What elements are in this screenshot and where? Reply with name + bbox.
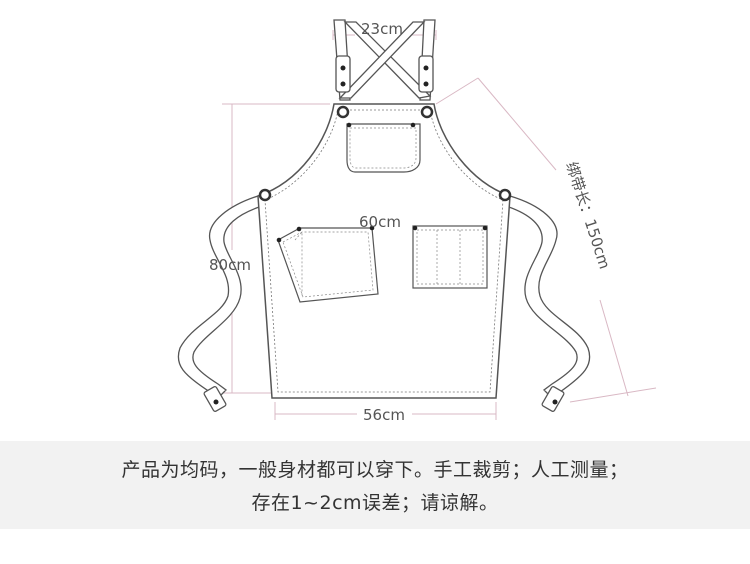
- chest-width-label: 60cm: [359, 213, 401, 231]
- eyelet-top-left: [336, 105, 350, 119]
- chest-pocket: [346, 122, 421, 173]
- left-pocket: [276, 225, 379, 303]
- eyelet-side-left: [258, 188, 272, 202]
- left-tie: [177, 195, 263, 399]
- neck-straps: [333, 19, 436, 101]
- left-tie-end: [203, 386, 227, 412]
- left-buckle: [335, 55, 351, 93]
- dimension-lines: [222, 30, 657, 420]
- apron-body: [257, 103, 511, 399]
- note-line-1: 产品为均码，一般身材都可以穿下。手工裁剪；人工测量；: [121, 459, 629, 481]
- eyelets: [258, 105, 512, 202]
- apron-stitching: [264, 109, 504, 393]
- total-length-label: 80cm: [209, 256, 251, 274]
- strap-width-label: 23cm: [361, 20, 403, 38]
- apron-diagram: 23cm 60cm 80cm 56cm 绑带长：150cm: [177, 19, 657, 424]
- tie-end-rivets: [213, 399, 558, 405]
- right-tie: [505, 195, 591, 399]
- right-tie-end: [541, 386, 565, 412]
- right-pocket: [412, 225, 488, 289]
- cross-strap-b: [338, 21, 426, 99]
- size-note-banner: 产品为均码，一般身材都可以穿下。手工裁剪；人工测量； 存在1~2cm误差；请谅解…: [0, 441, 750, 529]
- waist-ties: [177, 195, 591, 412]
- buckle-rivets: [340, 65, 429, 87]
- note-line-2: 存在1~2cm误差；请谅解。: [251, 492, 499, 514]
- hem-width-label: 56cm: [363, 406, 405, 424]
- eyelet-side-right: [498, 188, 512, 202]
- right-buckle: [418, 55, 434, 93]
- tie-length-label: 绑带长：150cm: [562, 160, 614, 272]
- eyelet-top-right: [420, 105, 434, 119]
